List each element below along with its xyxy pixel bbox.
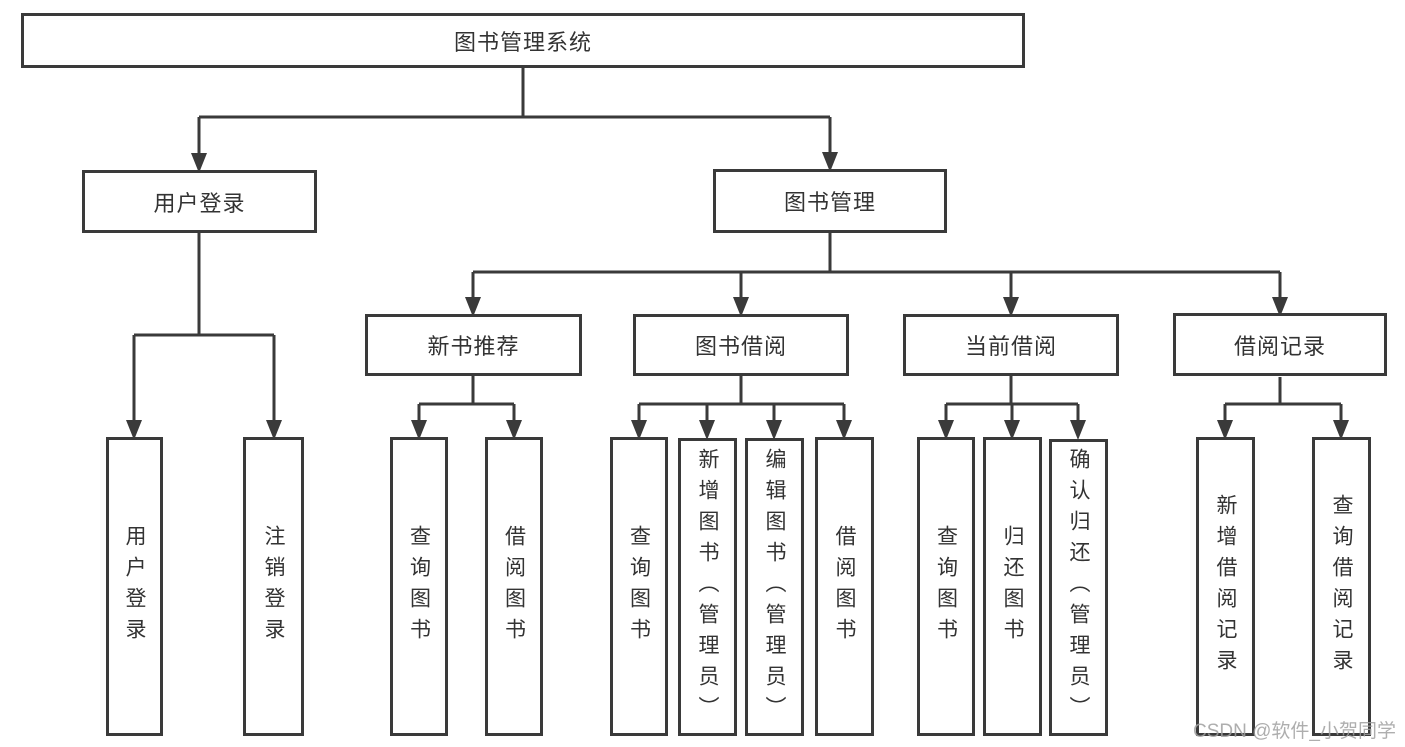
node-user-login-label: 用户登录: [153, 190, 246, 216]
leaf-add-borrow-record: 新增借阅记录: [1196, 437, 1255, 736]
leaf-logout: 注销登录: [243, 437, 304, 736]
leaf-query-books-recommend: 查询图书: [390, 437, 448, 736]
leaf-query-books-borrowing-label: 查询图书: [627, 524, 651, 649]
leaf-borrow-books-borrowing: 借阅图书: [815, 437, 874, 736]
node-borrowing-records-label: 借阅记录: [1233, 333, 1326, 359]
leaf-query-books-current-label: 查询图书: [934, 524, 958, 649]
node-book-borrowing-label: 图书借阅: [694, 334, 787, 359]
leaf-return-books: 归还图书: [983, 437, 1042, 736]
node-new-book-recommendation: 新书推荐: [365, 314, 582, 376]
node-library-management-system-label: 图书管理系统: [453, 29, 592, 55]
leaf-edit-books-admin-label: 编辑图书（管理员）: [763, 447, 786, 727]
leaf-add-books-admin: 新增图书（管理员）: [678, 438, 737, 736]
node-current-borrowing: 当前借阅: [903, 314, 1119, 376]
leaf-add-borrow-record-label: 新增借阅记录: [1214, 493, 1237, 680]
leaf-query-books-current: 查询图书: [917, 437, 975, 736]
node-borrowing-records: 借阅记录: [1173, 313, 1387, 376]
leaf-query-books-recommend-label: 查询图书: [407, 524, 431, 649]
leaf-logout-label: 注销登录: [262, 524, 285, 649]
node-book-management-label: 图书管理: [783, 190, 876, 215]
node-book-borrowing: 图书借阅: [633, 314, 849, 376]
node-new-book-recommendation-label: 新书推荐: [427, 334, 520, 359]
csdn-watermark: CSDN @软件_小贺同学: [1193, 721, 1396, 742]
node-book-management: 图书管理: [713, 169, 947, 233]
arrowheads: [126, 152, 1349, 440]
leaf-user-login: 用户登录: [106, 437, 163, 736]
leaf-borrow-books-recommend: 借阅图书: [485, 437, 543, 736]
leaf-confirm-return-admin: 确认归还（管理员）: [1049, 439, 1108, 736]
leaf-edit-books-admin: 编辑图书（管理员）: [745, 438, 804, 736]
node-library-management-system: 图书管理系统: [21, 13, 1025, 68]
leaf-borrow-books-recommend-label: 借阅图书: [502, 524, 526, 649]
leaf-return-books-label: 归还图书: [1001, 524, 1024, 649]
node-user-login: 用户登录: [82, 170, 317, 233]
leaf-query-borrow-record: 查询借阅记录: [1312, 437, 1371, 736]
leaf-query-books-borrowing: 查询图书: [610, 437, 668, 736]
leaf-confirm-return-admin-label: 确认归还（管理员）: [1067, 448, 1090, 727]
leaf-query-borrow-record-label: 查询借阅记录: [1330, 493, 1353, 680]
node-current-borrowing-label: 当前借阅: [964, 334, 1057, 359]
leaf-borrow-books-borrowing-label: 借阅图书: [833, 524, 856, 649]
leaf-add-books-admin-label: 新增图书（管理员）: [696, 447, 719, 727]
leaf-user-login-label: 用户登录: [123, 524, 146, 649]
